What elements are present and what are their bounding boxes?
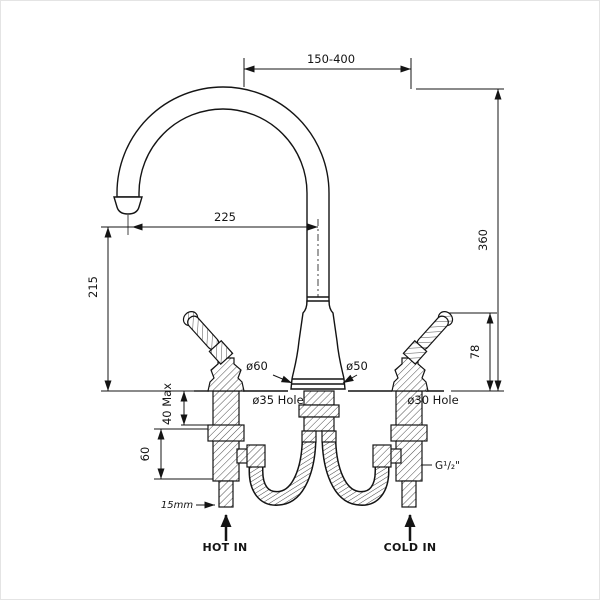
left-handle-lever <box>182 311 234 365</box>
right-shank <box>372 390 428 508</box>
dim-label-overall-height: 360 <box>476 229 490 251</box>
dimension-lines <box>101 58 504 541</box>
body-shape <box>290 300 346 390</box>
dim-label-handle-diameter: ø50 <box>346 359 368 373</box>
dim-label-tail-diameter: 15mm <box>161 500 193 511</box>
left-handle <box>182 311 245 392</box>
centre-shank-nut <box>298 404 340 418</box>
right-handle-lever <box>402 311 454 365</box>
faucet-body <box>290 300 346 390</box>
flexible-hoses <box>248 441 390 506</box>
dim-label-top-span: 150-400 <box>307 52 355 66</box>
left-elbow <box>246 444 266 468</box>
right-lever-ferrule <box>402 339 428 365</box>
faucet-spout <box>113 86 330 308</box>
right-handle <box>391 311 454 392</box>
right-shank-nut <box>390 424 428 442</box>
leader-body-diameter <box>272 374 293 384</box>
dim-label-body-diameter: ø60 <box>246 359 268 373</box>
hose-left-braid <box>250 441 315 505</box>
centre-shank <box>298 390 340 443</box>
hose-fitting-right <box>321 430 337 443</box>
centre-shank-bottom <box>303 416 335 432</box>
left-shank <box>207 390 266 508</box>
hose-fitting-left <box>301 430 317 443</box>
dim-label-thread-size: G¹/₂" <box>435 460 460 472</box>
spout-nozzle <box>113 196 143 215</box>
dimension-labels: 150-400 360 225 215 78 40 Max 60 ø60 ø50… <box>86 52 490 554</box>
leader-handle-diameter <box>342 374 358 384</box>
dim-label-handle-height: 78 <box>468 345 482 360</box>
dim-label-deck-max: 40 Max <box>160 383 174 425</box>
right-tail <box>401 480 417 508</box>
dim-label-spout-reach: 225 <box>214 210 236 224</box>
centre-shank-top <box>303 390 335 406</box>
left-handle-base <box>207 357 245 392</box>
left-shank-nut <box>207 424 245 442</box>
dim-label-spout-height: 215 <box>86 276 100 298</box>
right-elbow <box>372 444 392 468</box>
faucet-assembly <box>113 86 454 508</box>
left-tail <box>218 480 234 508</box>
spout-tube <box>116 86 330 308</box>
dim-label-hole-side: ø30 Hole <box>407 393 458 407</box>
dim-label-shank-length: 60 <box>138 447 152 462</box>
left-lever-ferrule <box>208 339 234 365</box>
dim-label-hole-center: ø35 Hole <box>252 393 303 407</box>
right-handle-base <box>391 357 429 392</box>
cold-in-label: COLD IN <box>384 541 437 554</box>
hose-right-braid <box>323 441 388 505</box>
hot-in-label: HOT IN <box>203 541 248 554</box>
